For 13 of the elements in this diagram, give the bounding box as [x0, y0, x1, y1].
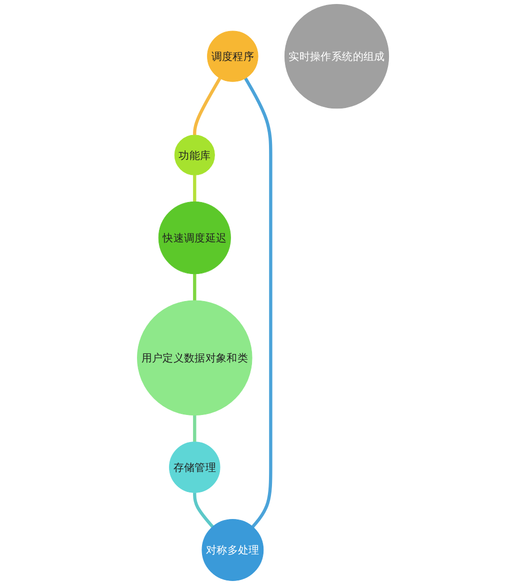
node-circle: 对称多处理 — [202, 519, 264, 581]
connector — [244, 77, 272, 528]
node-circle: 调度程序 — [207, 30, 258, 82]
node-circle: 功能库 — [174, 134, 215, 176]
node-circle: 实时操作系统的组成 — [284, 4, 390, 109]
node-circle: 快速调度延迟 — [158, 202, 231, 274]
connector — [193, 77, 222, 136]
connector — [193, 492, 214, 528]
node-circle: 用户定义数据对象和类 — [136, 300, 252, 416]
node-circle: 存储管理 — [169, 442, 220, 493]
connector — [193, 175, 196, 202]
connector — [193, 274, 196, 300]
connector — [193, 415, 196, 442]
